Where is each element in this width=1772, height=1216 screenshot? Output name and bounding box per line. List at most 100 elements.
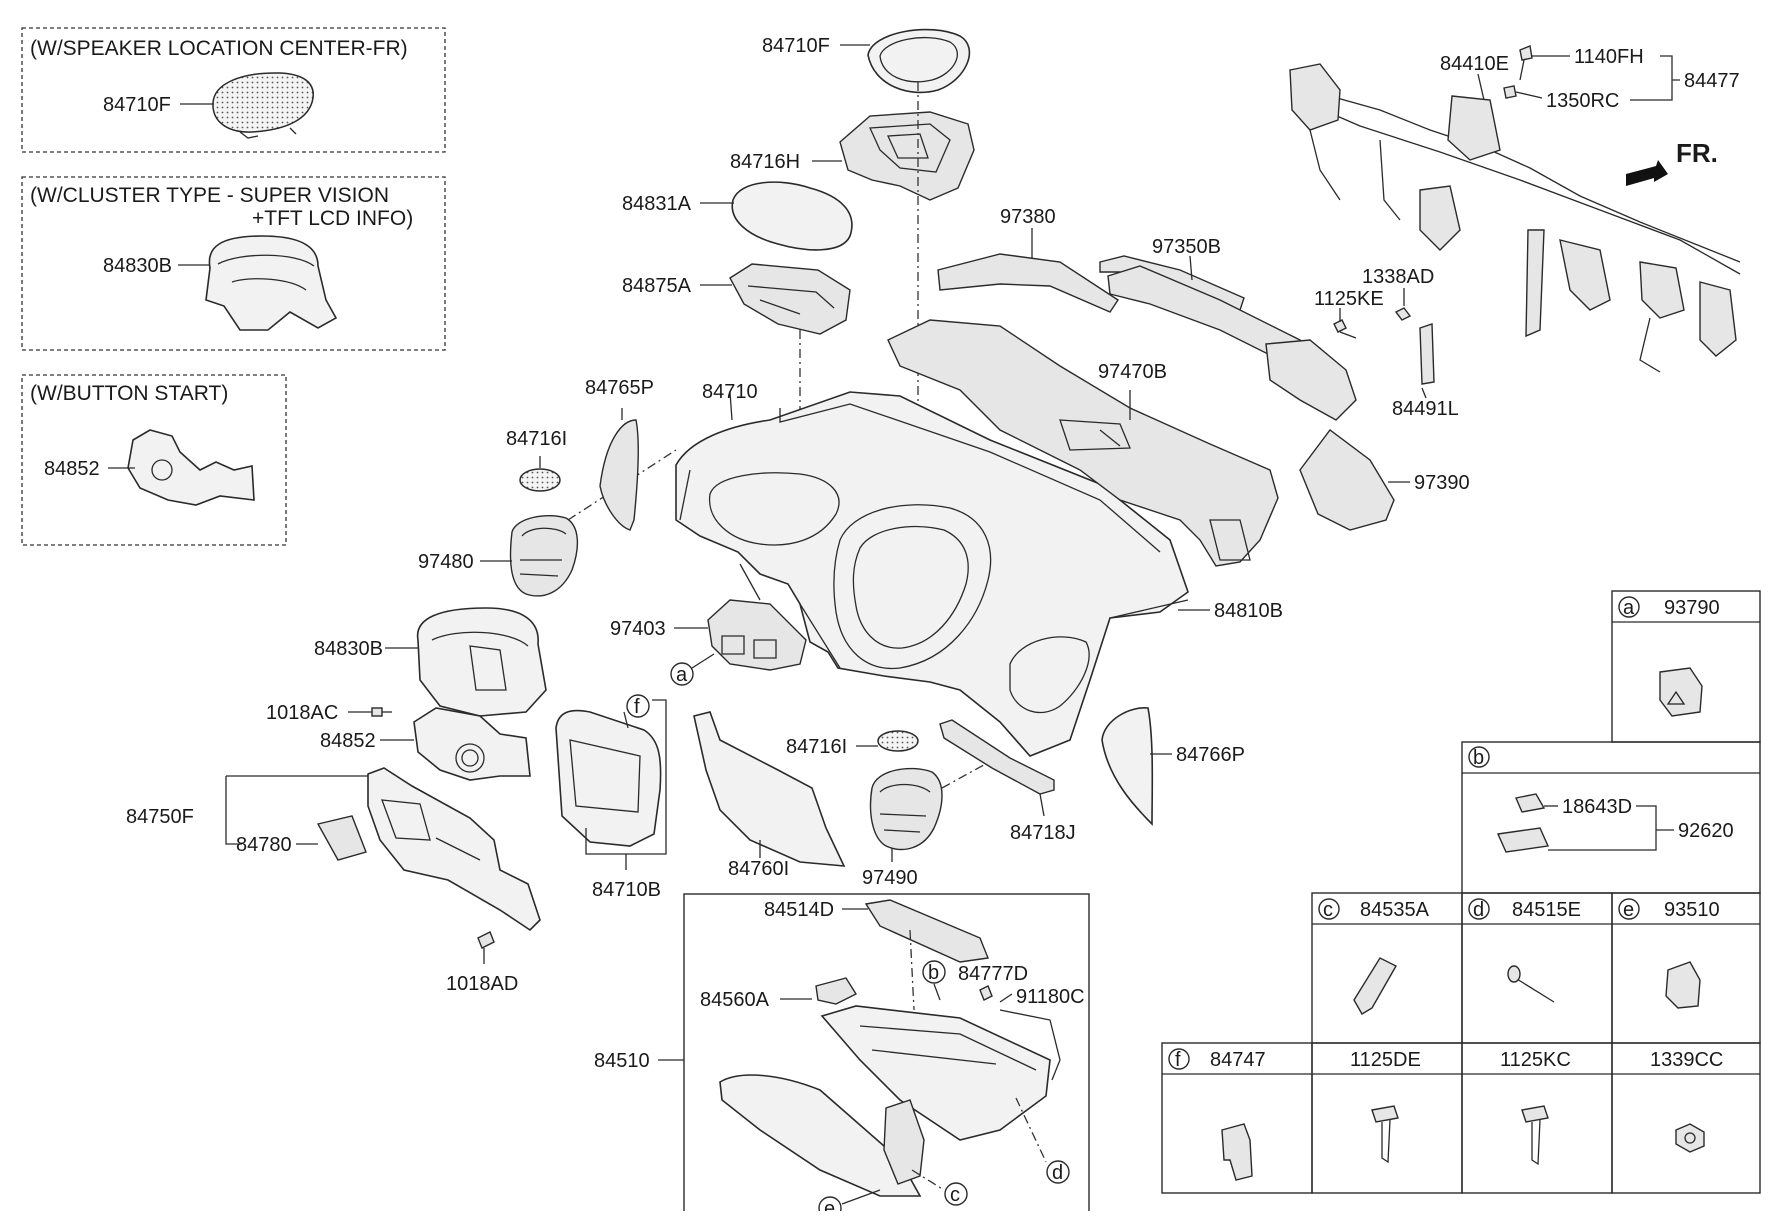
legend-part-84747: 84747 xyxy=(1210,1049,1266,1071)
inset-cluster-note-2: +TFT LCD INFO) xyxy=(252,207,413,230)
lower-panel-84852: 84852 xyxy=(320,707,531,781)
crash-pad-lower-84750F: 84750F 84780 xyxy=(126,767,541,932)
duct-right-main xyxy=(1107,265,1357,421)
callout-c xyxy=(944,1182,968,1206)
label-84716I-top: 84716I xyxy=(506,428,567,450)
label-84560A: 84560A xyxy=(700,989,770,1011)
label-84780: 84780 xyxy=(236,834,292,856)
glove-box-door xyxy=(719,1074,922,1197)
label-1018AC: 1018AC xyxy=(266,702,338,724)
label-84765P: 84765P xyxy=(585,377,654,399)
svg-text:d: d xyxy=(1052,1162,1063,1184)
vent-right-97490: 84716I 97490 xyxy=(786,730,943,889)
svg-text:e: e xyxy=(1623,899,1634,921)
label-84760I: 84760I xyxy=(728,858,789,880)
label-92620: 92620 xyxy=(1678,820,1734,842)
label-18643D: 18643D xyxy=(1562,796,1632,818)
crash-pad-main: 84710 84810B xyxy=(675,381,1283,757)
glove-box-group: 84510 84514D 84560A 84777D 91180C b d c … xyxy=(594,893,1090,1216)
duct-97470B: 97470B xyxy=(887,319,1279,567)
label-84710B: 84710B xyxy=(592,879,661,901)
glove-box-frame xyxy=(683,893,1090,1216)
inset-cluster-note-1: (W/CLUSTER TYPE - SUPER VISION xyxy=(30,184,389,207)
fastener-1338AD-1125KE: 1338AD 1125KE 84491L xyxy=(1314,266,1459,420)
label-84510: 84510 xyxy=(594,1050,650,1072)
clip-84747-icon xyxy=(1221,1123,1253,1181)
bolt-1125DE-icon xyxy=(1371,1105,1399,1123)
label-84830B-inset: 84830B xyxy=(103,255,172,277)
hazard-switch-icon xyxy=(1659,667,1703,717)
lower-panel-inset xyxy=(127,429,255,506)
fastener-1140FH-1350RC: 1140FH 1350RC 84477 84410E xyxy=(1440,45,1740,112)
speaker-grille-inset xyxy=(212,72,314,133)
bezel-84710B: 84710B f xyxy=(555,694,667,901)
label-97380: 97380 xyxy=(1000,206,1056,228)
cluster-opening xyxy=(708,472,840,546)
inset-speaker-note: (W/SPEAKER LOCATION CENTER-FR) xyxy=(30,37,408,60)
clip-84535A-icon xyxy=(1353,957,1397,1015)
legend-cell-i xyxy=(1611,1042,1761,1194)
duct-97380: 97380 xyxy=(937,206,1119,313)
svg-text:f: f xyxy=(1175,1049,1181,1071)
callout-f xyxy=(626,694,650,718)
lamp-92620 xyxy=(1496,827,1550,853)
duct-97390: 97390 xyxy=(1299,429,1470,531)
part-84514D xyxy=(864,899,989,963)
label-1018AD: 1018AD xyxy=(446,973,518,995)
speaker-grille-top: 84710F xyxy=(762,28,971,94)
label-1350RC: 1350RC xyxy=(1546,90,1619,112)
glove-box-housing xyxy=(820,1005,1051,1141)
label-84831A: 84831A xyxy=(622,193,692,215)
label-84410E: 84410E xyxy=(1440,53,1509,75)
inset-cluster-frame xyxy=(21,176,446,351)
label-84766P: 84766P xyxy=(1176,744,1245,766)
vent-grille-84716I-mid xyxy=(877,730,919,752)
label-97490: 97490 xyxy=(862,867,918,889)
cowl-cross-bar: FR. xyxy=(1289,63,1741,373)
label-84718J: 84718J xyxy=(1010,822,1076,844)
label-84477: 84477 xyxy=(1684,70,1740,92)
svg-text:f: f xyxy=(634,696,640,718)
label-84750F: 84750F xyxy=(126,806,194,828)
label-84491L: 84491L xyxy=(1392,398,1459,420)
bracket-84718J: 84718J xyxy=(939,719,1076,844)
label-97390: 97390 xyxy=(1414,472,1470,494)
screw-1018AC: 1018AC xyxy=(266,702,392,724)
svg-text:a: a xyxy=(1623,597,1635,619)
inset-speaker: (W/SPEAKER LOCATION CENTER-FR) 84710F xyxy=(21,27,446,153)
inset-speaker-frame xyxy=(21,27,446,153)
svg-text:d: d xyxy=(1473,899,1484,921)
label-84875A: 84875A xyxy=(622,275,692,297)
side-cover-84766P: 84766P xyxy=(1101,707,1245,826)
legend-part-84515E: 84515E xyxy=(1512,899,1581,921)
inset-button-note: (W/BUTTON START) xyxy=(30,382,228,405)
legend-table: a 93790 b 18643D 92620 c 84535A d 84515E… xyxy=(1161,590,1761,1194)
switch-93510-icon xyxy=(1665,961,1701,1009)
part-84777D xyxy=(979,985,993,1001)
bracket-84875A: 84875A xyxy=(622,263,851,335)
pin-84515E-icon xyxy=(1507,965,1521,983)
cover-84780 xyxy=(316,815,367,861)
center-vent-97403: 97403 a xyxy=(610,599,807,686)
inset-cluster: (W/CLUSTER TYPE - SUPER VISION +TFT LCD … xyxy=(21,176,446,351)
callout-b xyxy=(922,960,946,984)
center-opening xyxy=(833,504,992,670)
cluster-hood-84830B: 84830B xyxy=(314,607,547,717)
label-84830B: 84830B xyxy=(314,638,383,660)
front-label: FR. xyxy=(1676,138,1718,168)
label-97350B: 97350B xyxy=(1152,236,1221,258)
label-1338AD: 1338AD xyxy=(1362,266,1434,288)
callout-a xyxy=(670,662,694,686)
vent-grille-84716I xyxy=(519,468,561,492)
svg-text:a: a xyxy=(676,664,688,686)
bolt-1125KC-icon xyxy=(1521,1105,1549,1123)
label-84777D: 84777D xyxy=(958,963,1028,985)
legend-part-1125KC: 1125KC xyxy=(1500,1049,1571,1071)
callout-d xyxy=(1046,1160,1070,1184)
screw-1018AD: 1018AD xyxy=(446,931,518,995)
svg-text:e: e xyxy=(824,1198,835,1211)
side-cover-84765P: 84765P xyxy=(585,377,654,531)
label-84710F-inset: 84710F xyxy=(103,94,171,116)
bracket-84491L xyxy=(1419,323,1435,385)
label-84716H: 84716H xyxy=(730,151,800,173)
